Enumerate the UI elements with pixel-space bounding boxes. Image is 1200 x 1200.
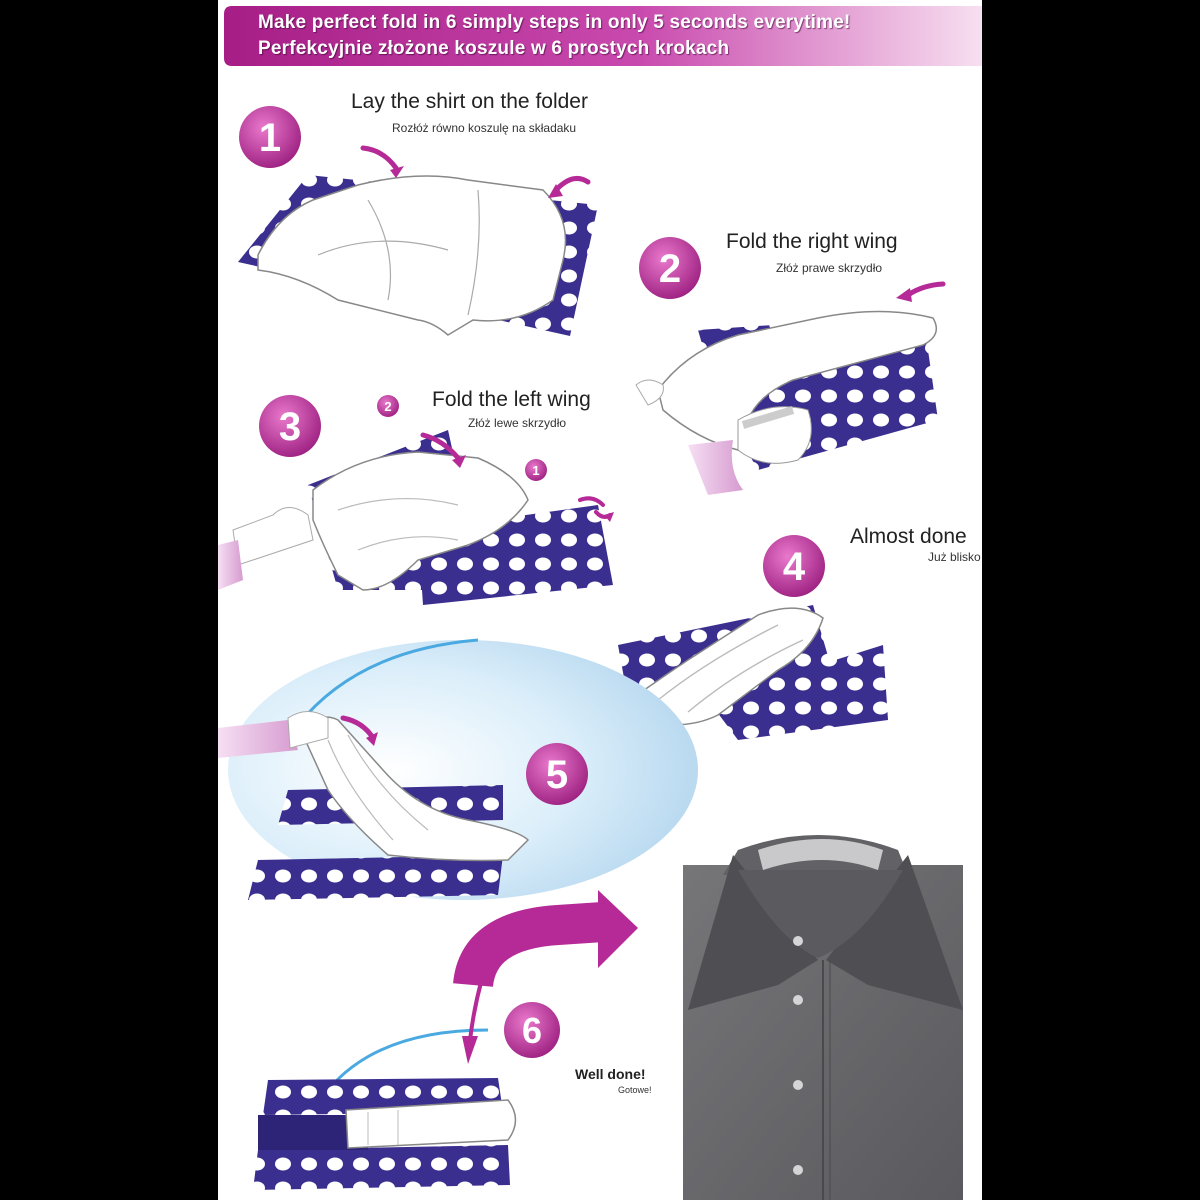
svg-text:6: 6 xyxy=(522,1010,542,1051)
svg-text:4: 4 xyxy=(783,545,806,589)
instruction-sheet: 1 2 3 4 5 6 2 1 Make perfect fold in 6 s… xyxy=(218,0,982,1200)
step-4-illustration xyxy=(618,605,888,740)
step-5-illustration xyxy=(218,638,698,900)
step-6-illustration xyxy=(253,890,638,1190)
small-step-marker-a: 2 xyxy=(384,399,391,414)
step-2-illustration xyxy=(635,281,946,495)
step-4-subtitle: Już blisko xyxy=(928,550,981,564)
step-3-badge: 3 xyxy=(259,395,321,457)
header-banner xyxy=(224,6,982,66)
step-1-subtitle: Rozłóż równo koszulę na składaku xyxy=(392,121,577,135)
step-3-subtitle: Złóż lewe skrzydło xyxy=(468,416,567,430)
step-6-subtitle: Gotowe! xyxy=(618,1085,652,1095)
step-3-title: Fold the left wing xyxy=(432,388,591,411)
step-4-title: Almost done xyxy=(850,525,967,548)
step-2-badge: 2 xyxy=(639,237,701,299)
svg-text:3: 3 xyxy=(279,405,301,449)
svg-text:1: 1 xyxy=(259,116,281,160)
banner-title-en: Make perfect fold in 6 simply steps in o… xyxy=(258,12,851,33)
step-4-badge: 4 xyxy=(763,535,825,597)
step-2-subtitle: Złóż prawe skrzydło xyxy=(776,261,883,275)
svg-text:2: 2 xyxy=(659,247,681,291)
illustration-canvas: 1 2 3 4 5 6 2 1 xyxy=(218,6,982,1200)
banner-title-pl: Perfekcyjnie złożone koszule w 6 prostyc… xyxy=(258,38,730,59)
folded-shirt-illustration xyxy=(683,835,963,1200)
step-3-illustration xyxy=(218,395,614,605)
step-2-title: Fold the right wing xyxy=(726,230,898,253)
step-5-badge: 5 xyxy=(526,743,588,805)
step-6-badge: 6 xyxy=(504,1002,560,1058)
step-1-title: Lay the shirt on the folder xyxy=(351,90,588,113)
svg-text:5: 5 xyxy=(546,753,568,797)
step-6-title: Well done! xyxy=(575,1066,646,1082)
small-step-marker-b: 1 xyxy=(532,463,539,478)
step-1-badge: 1 xyxy=(239,106,301,168)
step-1-illustration xyxy=(238,145,598,336)
